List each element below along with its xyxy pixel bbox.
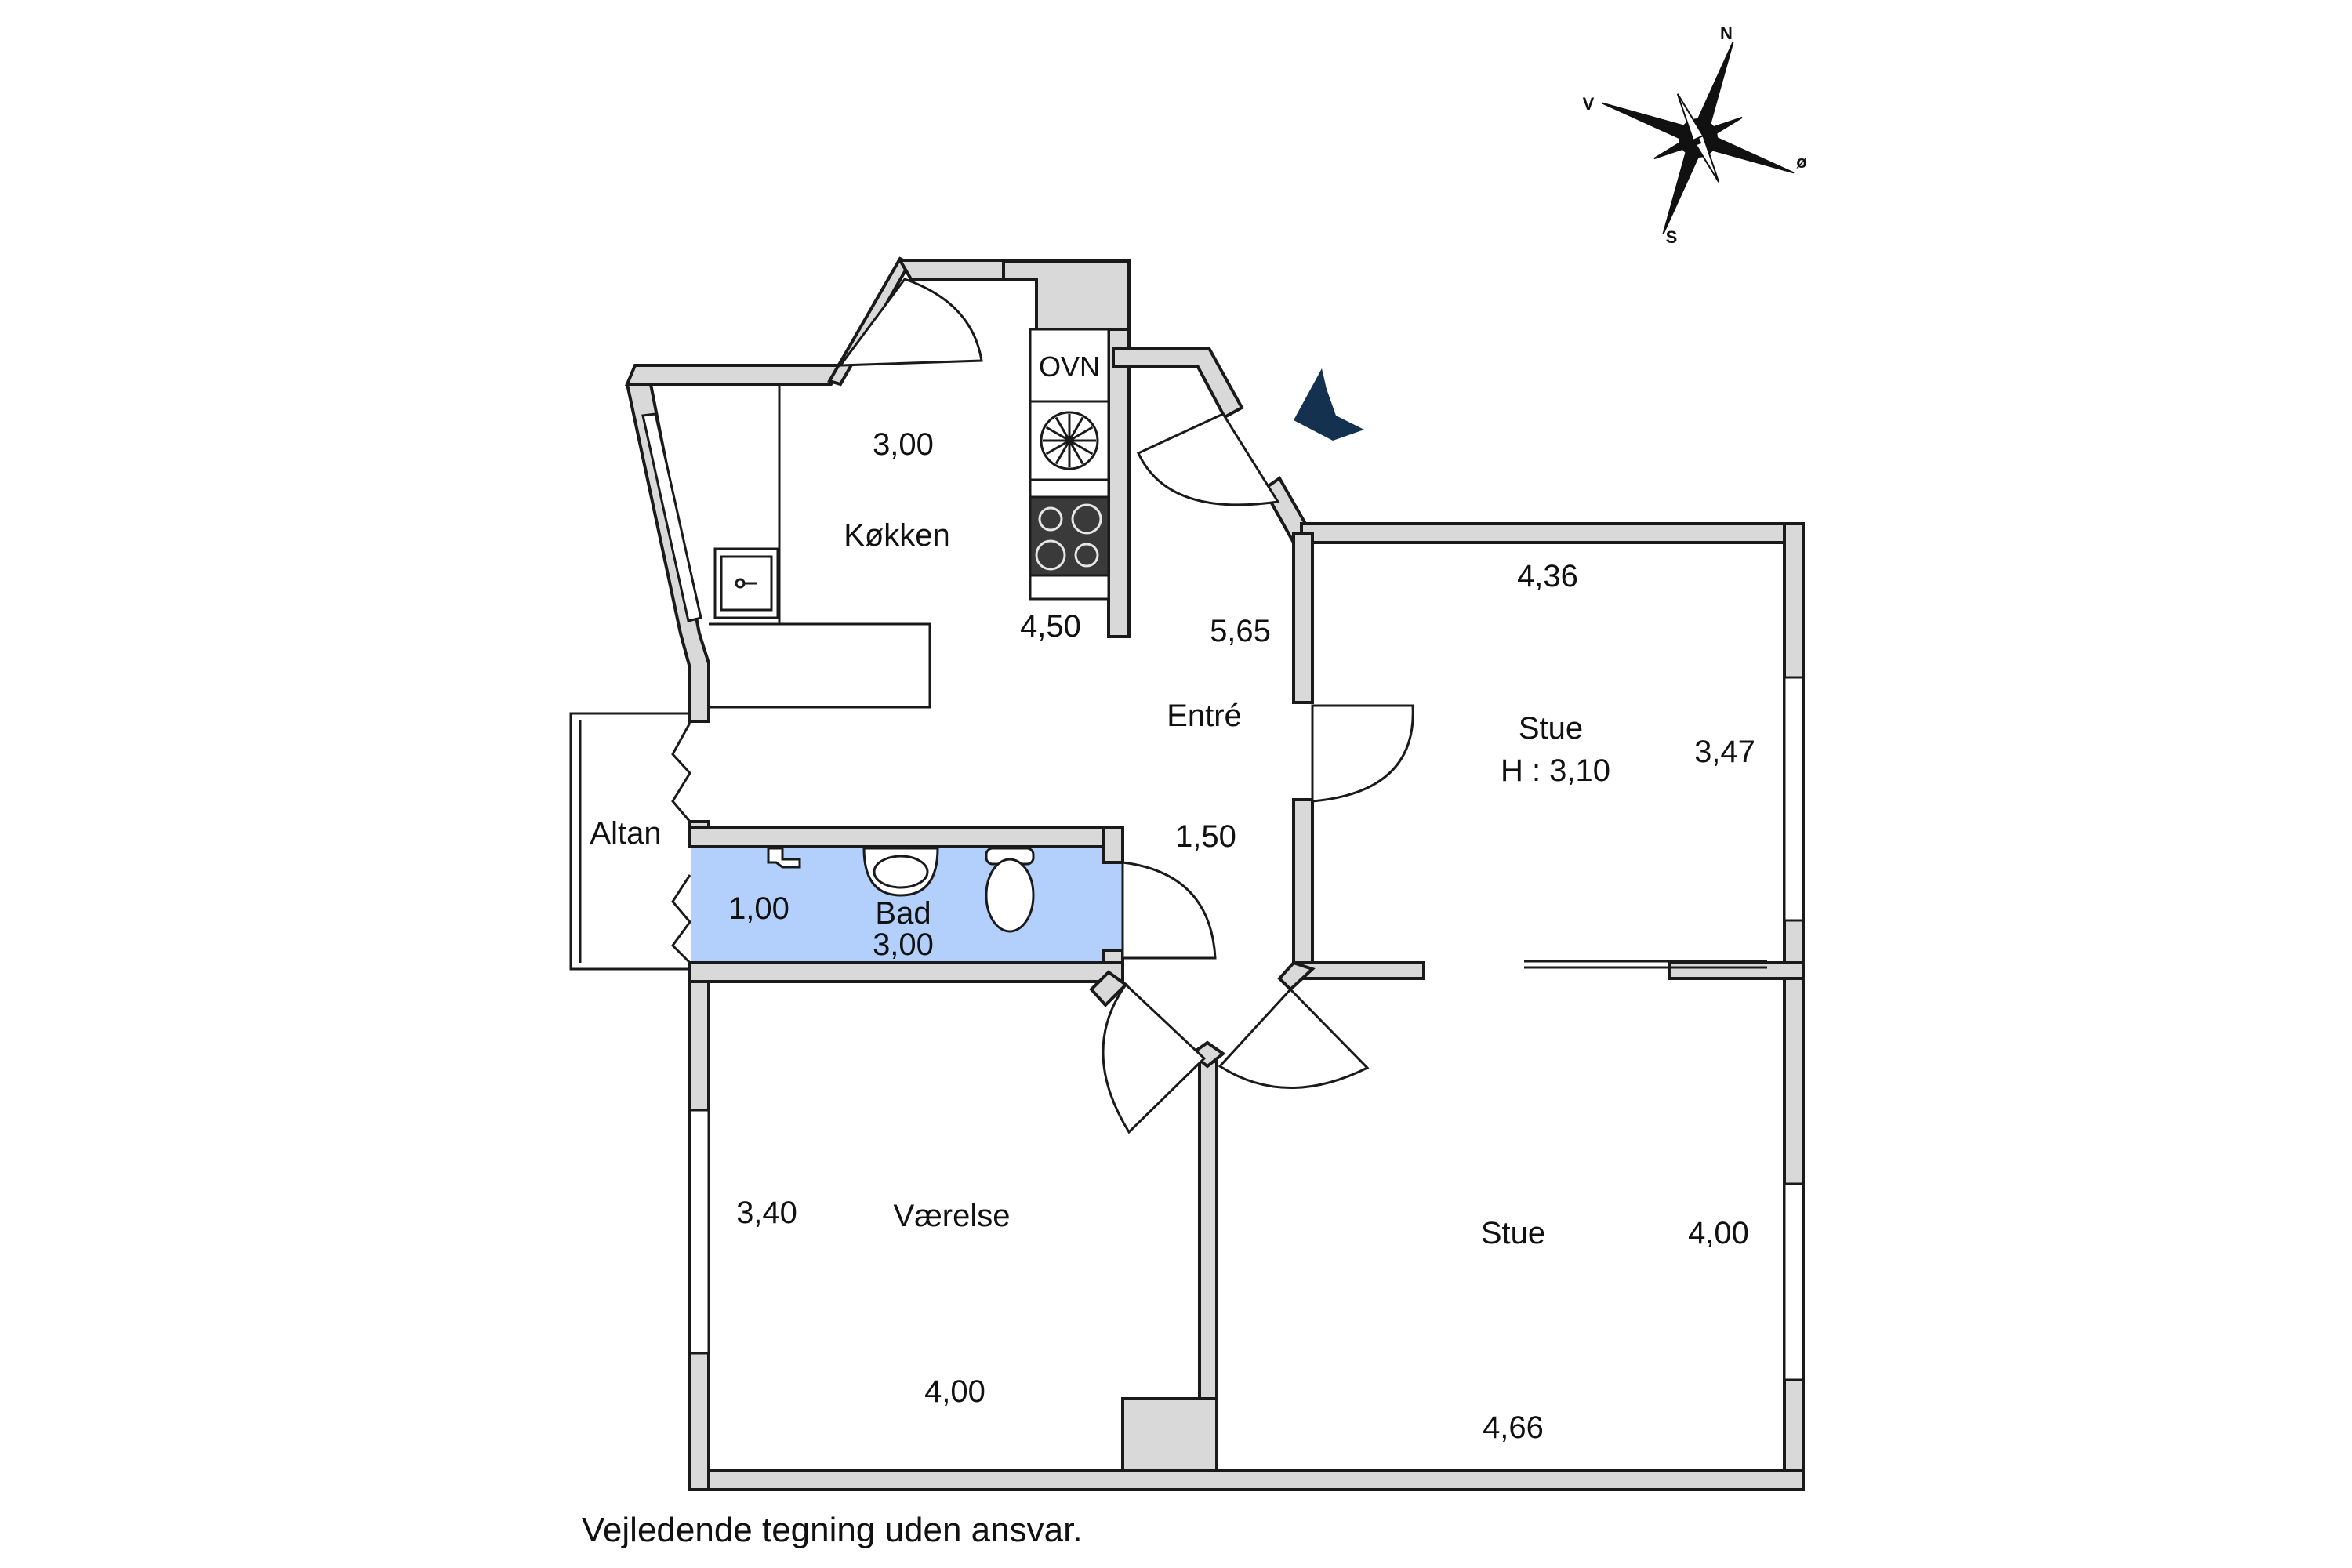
hob-burner-1 — [1038, 506, 1063, 532]
hob-burner-2 — [1071, 503, 1102, 535]
wall-kitchen-top-left — [625, 364, 844, 386]
oven-fan-icon — [1040, 411, 1099, 470]
hob-burner-4 — [1074, 543, 1099, 568]
wall-entrance-top — [1112, 347, 1244, 419]
compass-north: N — [1720, 24, 1733, 43]
shower-tap — [767, 847, 801, 869]
living-bottom-dim-side: 4,00 — [1688, 1216, 1749, 1250]
compass-needle — [1676, 93, 1704, 142]
fan-spoke — [1045, 439, 1070, 456]
living-top-name: Stue — [1519, 711, 1583, 746]
window-living-top — [1783, 676, 1805, 922]
wall-top-block — [1002, 260, 1131, 339]
window-kitchen-left — [641, 412, 702, 622]
fan-spokes — [1043, 414, 1096, 467]
kitchen-name: Køkken — [844, 518, 950, 553]
fan-spoke — [1068, 416, 1084, 441]
fan-spoke — [1069, 439, 1094, 456]
compass-east: ø — [1796, 152, 1807, 172]
disclaimer-text: Vejledende tegning uden ansvar. — [582, 1511, 1083, 1549]
door-balcony-lower — [671, 874, 691, 964]
fan-spoke — [1069, 426, 1094, 442]
window-living-bottom — [1783, 1182, 1805, 1381]
compass-icon: N ø S V — [1583, 24, 1808, 247]
oven-label: OVN — [1039, 350, 1100, 383]
fan-spoke — [1054, 416, 1071, 441]
oven-box — [1029, 328, 1110, 403]
compass-needles — [1602, 42, 1795, 234]
bedroom-dim-side: 3,40 — [736, 1196, 797, 1230]
bedroom-dim-bottom: 4,00 — [924, 1374, 985, 1409]
wall-entrance-living-mid — [1292, 798, 1314, 964]
fan-spoke — [1068, 440, 1084, 465]
wall-bath-bottom — [688, 961, 1124, 983]
wall-bedroom-bottom-block — [1121, 1397, 1218, 1472]
bath-dim-w: 3,00 — [873, 927, 934, 962]
toilet-bowl — [985, 858, 1035, 933]
living-top-dim-top: 4,36 — [1517, 559, 1578, 593]
window-bedroom — [688, 1109, 710, 1355]
wall-bottom — [690, 1469, 1805, 1491]
kitchen-fixtures: OVN — [709, 328, 1110, 709]
living-top-height: H : 3,10 — [1501, 753, 1610, 788]
living-top-dim-side: 3,47 — [1694, 735, 1755, 769]
balcony-outline — [569, 712, 690, 971]
kitchen-sink-drain — [735, 578, 746, 589]
door-main-entrance — [1137, 412, 1280, 506]
wall-stue-divider-right — [1668, 961, 1805, 980]
door-living-bottom — [1218, 987, 1370, 1089]
hob-frame-bottom — [1029, 574, 1110, 601]
entrance-arrow-icon — [1294, 368, 1364, 441]
wall-left-slanted — [625, 383, 710, 723]
door-kitchen-back — [837, 278, 983, 367]
compass-west: V — [1583, 94, 1595, 114]
bath-dim-h: 1,00 — [728, 891, 789, 926]
fan-spoke — [1054, 440, 1071, 465]
hob-frame — [1029, 478, 1110, 499]
kitchen-dim-top: 3,00 — [873, 427, 934, 462]
wall-entrance-living-upper — [1292, 532, 1314, 704]
wall-living-top — [1300, 522, 1805, 544]
balcony-name: Altan — [590, 816, 661, 851]
entrance-dim-top: 5,65 — [1210, 614, 1271, 648]
wall-door-angle-left — [1089, 970, 1129, 1007]
fan-spoke — [1045, 426, 1070, 442]
kitchen-dim-side: 4,50 — [1020, 609, 1081, 644]
kitchen-counter-lower — [709, 622, 931, 709]
wall-kitchen-column — [1107, 328, 1131, 638]
entrance-name: Entré — [1167, 699, 1242, 733]
kitchen-sink-basin — [720, 555, 773, 612]
wall-stue-divider-left — [1292, 961, 1425, 980]
bath-name: Bad — [875, 896, 931, 931]
door-bath — [1121, 861, 1217, 960]
bedroom-name: Værelse — [894, 1199, 1011, 1233]
wall-bath-right — [1102, 826, 1124, 864]
hob-burner-3 — [1035, 539, 1066, 571]
door-balcony-upper — [671, 722, 691, 822]
bath-sink-basin — [873, 855, 929, 889]
bath-fixtures — [767, 847, 1035, 933]
windows — [569, 412, 1805, 1381]
living-bottom-name: Stue — [1481, 1216, 1545, 1250]
entrance-dim-side: 1,50 — [1175, 819, 1236, 854]
door-stue — [1311, 704, 1414, 803]
door-bedroom — [1102, 982, 1207, 1134]
doors — [671, 278, 1414, 1134]
wall-bath-top — [688, 826, 1116, 848]
room-labels: 3,00 Køkken 4,50 5,65 Entré 1,50 4,36 St… — [590, 427, 1755, 1445]
living-bottom-dim-bottom: 4,66 — [1483, 1410, 1544, 1445]
compass-south: S — [1666, 227, 1678, 247]
